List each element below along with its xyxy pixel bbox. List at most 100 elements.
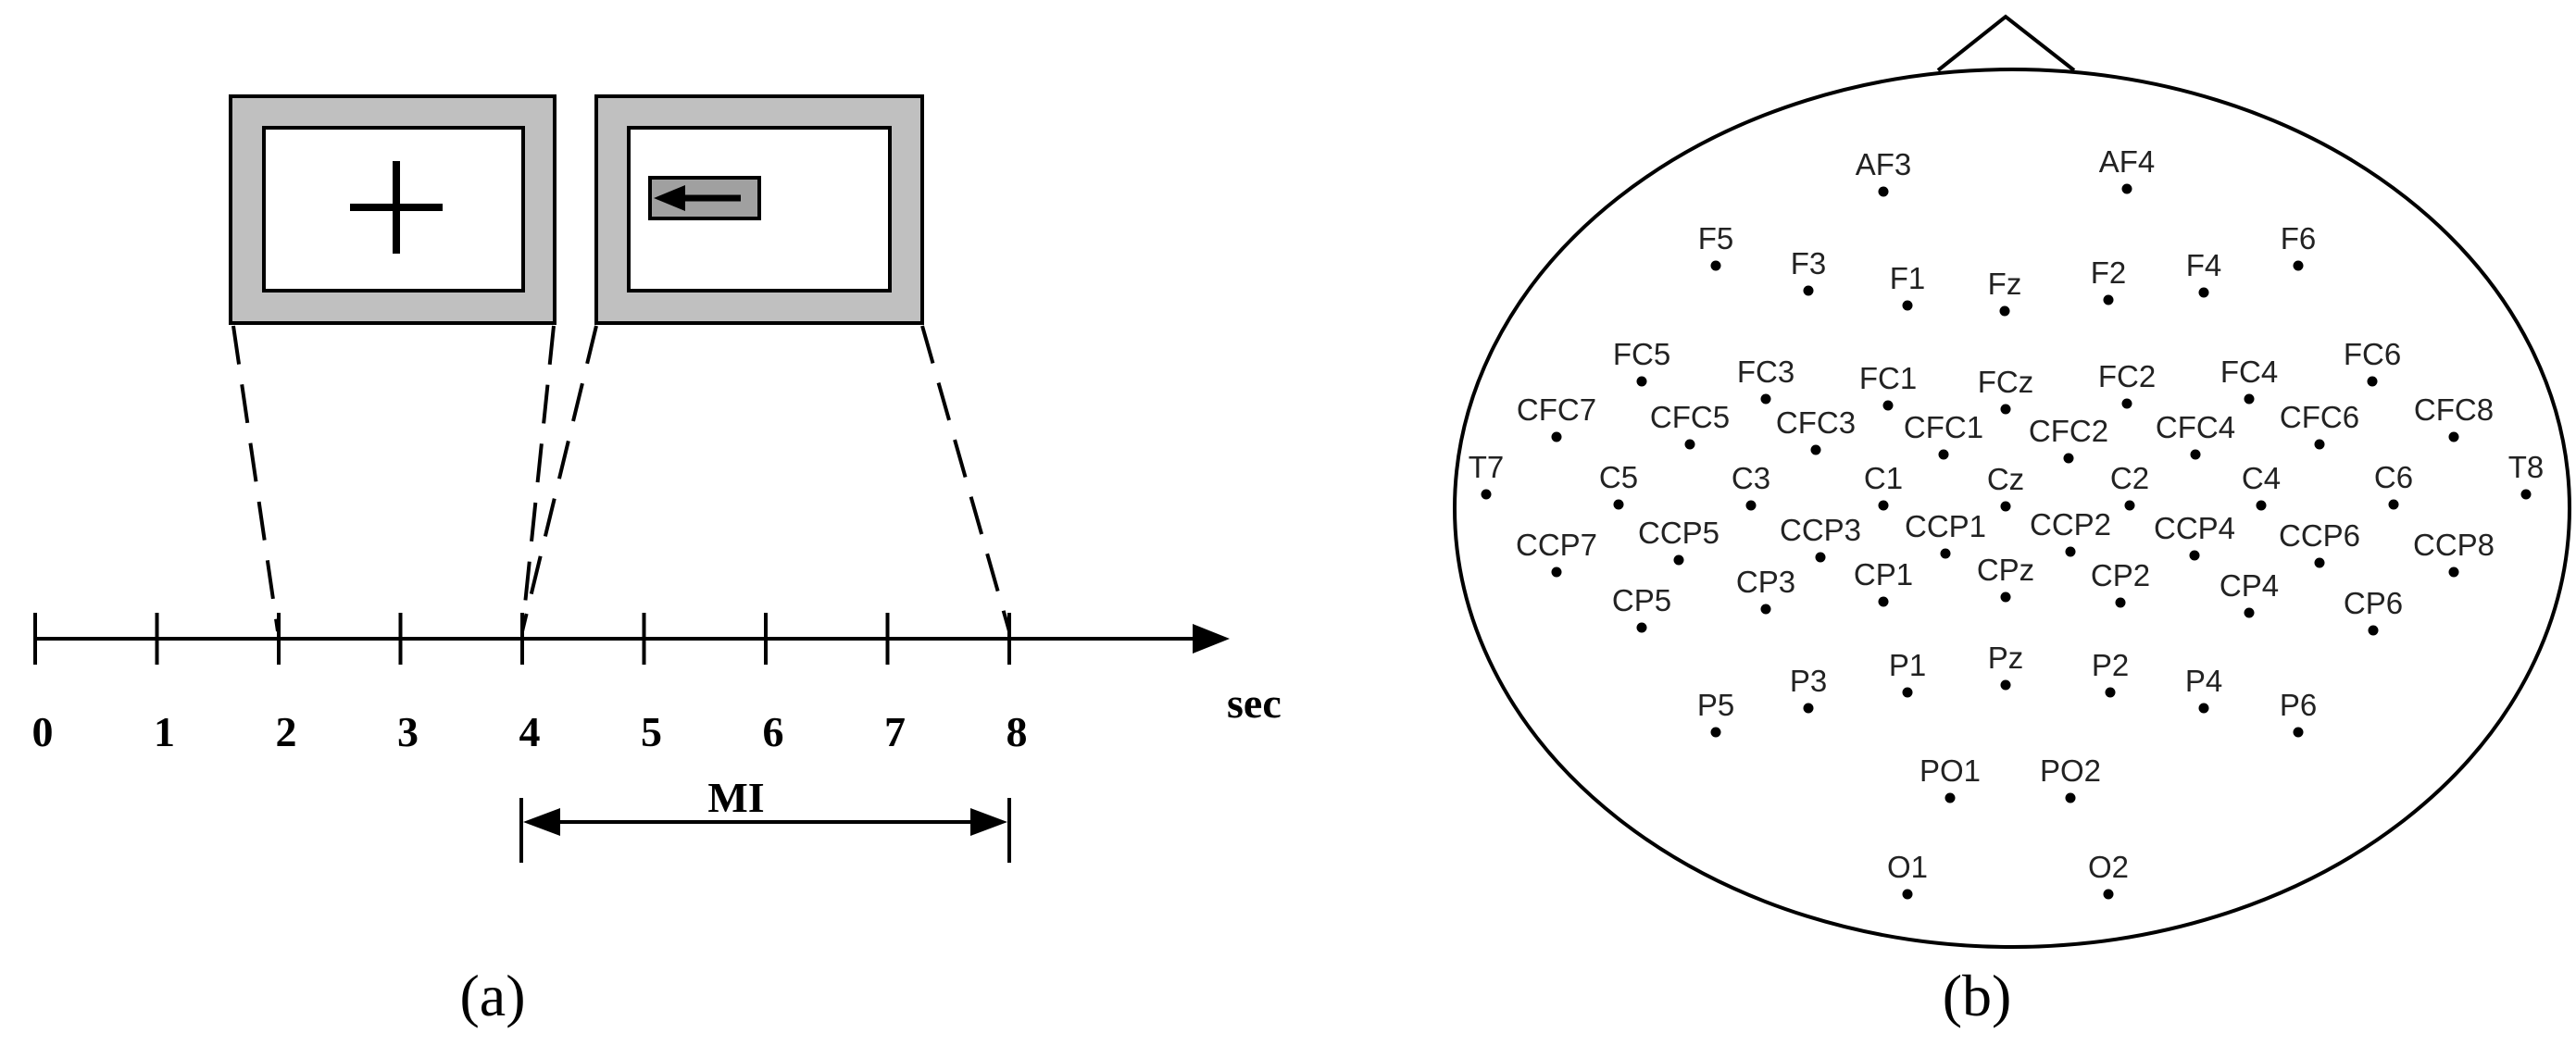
electrode-label-F2: F2 — [2091, 255, 2127, 290]
electrode-label-C4: C4 — [2242, 461, 2281, 495]
electrode-dot-CCP7 — [1551, 567, 1562, 578]
mi-interval-right-arrow — [970, 808, 1007, 836]
electrode-label-F4: F4 — [2186, 248, 2222, 282]
electrode-label-FC4: FC4 — [2220, 355, 2278, 389]
electrode-CP1: CP1 — [1854, 557, 1913, 607]
electrode-dot-P4 — [2198, 703, 2209, 714]
electrode-label-CFC5: CFC5 — [1650, 400, 1730, 434]
electrode-label-CFC1: CFC1 — [1904, 410, 1983, 444]
electrode-dot-CP5 — [1636, 622, 1647, 633]
electrode-label-P2: P2 — [2092, 648, 2129, 682]
electrode-label-FC1: FC1 — [1859, 361, 1917, 395]
time-tick-label-5: 5 — [641, 708, 662, 755]
time-tick-label-4: 4 — [519, 708, 541, 755]
electrode-label-Fz: Fz — [1988, 267, 2022, 301]
electrode-dot-CP1 — [1878, 596, 1889, 607]
electrode-CFC6: CFC6 — [2280, 400, 2359, 450]
electrode-label-CFC7: CFC7 — [1517, 392, 1596, 427]
mi-interval: MI — [519, 774, 1011, 863]
electrode-F6: F6 — [2281, 221, 2316, 271]
electrode-C3: C3 — [1732, 461, 1770, 511]
electrode-CP2: CP2 — [2091, 558, 2150, 608]
time-axis-arrowhead — [1193, 624, 1230, 654]
electrode-FC6: FC6 — [2344, 337, 2401, 387]
electrode-label-CCP8: CCP8 — [2413, 528, 2495, 562]
time-tick-label-0: 0 — [32, 708, 54, 755]
electrode-FC4: FC4 — [2220, 355, 2278, 405]
electrode-dot-Pz — [2000, 679, 2011, 691]
electrode-dot-CFC2 — [2063, 453, 2074, 464]
electrode-C2: C2 — [2110, 461, 2149, 511]
electrode-label-T8: T8 — [2508, 450, 2545, 484]
electrode-label-CFC3: CFC3 — [1776, 405, 1856, 440]
electrode-label-P5: P5 — [1697, 688, 1734, 722]
projection-line-2 — [520, 325, 556, 632]
electrode-label-CFC6: CFC6 — [2280, 400, 2359, 434]
electrode-F2: F2 — [2091, 255, 2127, 305]
electrode-dot-F4 — [2198, 287, 2209, 298]
electrode-AF4: AF4 — [2099, 144, 2156, 194]
projection-lines — [231, 325, 1011, 632]
electrode-label-C2: C2 — [2110, 461, 2149, 495]
electrode-CCP4: CCP4 — [2154, 511, 2235, 561]
electrode-F5: F5 — [1698, 221, 1734, 271]
electrode-CFC2: CFC2 — [2029, 414, 2108, 464]
electrode-dot-CFC7 — [1551, 431, 1562, 442]
electrode-CFC1: CFC1 — [1904, 410, 1983, 460]
electrode-dot-CFC3 — [1810, 444, 1821, 455]
electrode-FC1: FC1 — [1859, 361, 1917, 411]
electrode-label-CCP2: CCP2 — [2030, 507, 2111, 542]
electrode-label-CP2: CP2 — [2091, 558, 2150, 592]
electrode-dot-C6 — [2388, 499, 2399, 510]
electrode-dot-P3 — [1803, 703, 1814, 714]
electrode-dot-CCP6 — [2314, 557, 2325, 568]
electrode-FC5: FC5 — [1613, 337, 1670, 387]
electrode-dot-CFC8 — [2448, 431, 2459, 442]
electrode-dot-CCP4 — [2189, 550, 2200, 561]
electrode-label-CCP5: CCP5 — [1638, 516, 1719, 550]
electrode-label-P3: P3 — [1790, 664, 1827, 698]
electrode-dot-CP2 — [2115, 597, 2126, 608]
electrode-dot-CP6 — [2368, 625, 2379, 636]
electrode-PO1: PO1 — [1919, 753, 1981, 803]
electrode-dot-FCz — [2000, 404, 2011, 415]
electrode-label-P6: P6 — [2280, 688, 2317, 722]
electrode-dot-P5 — [1710, 727, 1721, 738]
electrode-label-AF4: AF4 — [2099, 144, 2156, 179]
electrode-dot-F2 — [2103, 294, 2114, 305]
electrode-label-CP6: CP6 — [2344, 586, 2403, 620]
nose-icon — [1936, 14, 2076, 72]
electrode-dot-C4 — [2256, 500, 2267, 511]
electrode-dot-CCP3 — [1815, 552, 1826, 563]
electrode-F3: F3 — [1791, 246, 1826, 296]
electrode-label-F5: F5 — [1698, 221, 1734, 255]
time-tick-label-3: 3 — [397, 708, 419, 755]
electrode-F4: F4 — [2186, 248, 2222, 298]
mi-label: MI — [707, 774, 764, 821]
electrode-O2: O2 — [2088, 850, 2129, 900]
electrode-P4: P4 — [2185, 664, 2222, 714]
electrode-CCP2: CCP2 — [2030, 507, 2111, 557]
electrode-dot-FC5 — [1636, 376, 1647, 387]
electrode-label-C1: C1 — [1864, 461, 1903, 495]
electrode-dot-PO2 — [2065, 792, 2076, 803]
electrode-F1: F1 — [1890, 261, 1925, 311]
electrode-O1: O1 — [1887, 850, 1928, 900]
electrode-dot-F6 — [2293, 260, 2304, 271]
electrode-CCP7: CCP7 — [1516, 528, 1597, 578]
electrode-P1: P1 — [1889, 648, 1926, 698]
electrode-dot-FC1 — [1882, 400, 1894, 411]
electrode-PO2: PO2 — [2040, 753, 2101, 803]
electrode-dot-C5 — [1613, 499, 1624, 510]
electrode-label-CCP7: CCP7 — [1516, 528, 1597, 562]
electrode-CP3: CP3 — [1736, 565, 1795, 615]
electrode-dot-Fz — [1999, 305, 2010, 317]
projection-line-4 — [920, 325, 1011, 632]
electrode-dot-AF4 — [2121, 183, 2132, 194]
electrode-Fz: Fz — [1988, 267, 2022, 317]
time-unit-label: sec — [1227, 679, 1282, 727]
electrode-AF3: AF3 — [1856, 147, 1911, 197]
